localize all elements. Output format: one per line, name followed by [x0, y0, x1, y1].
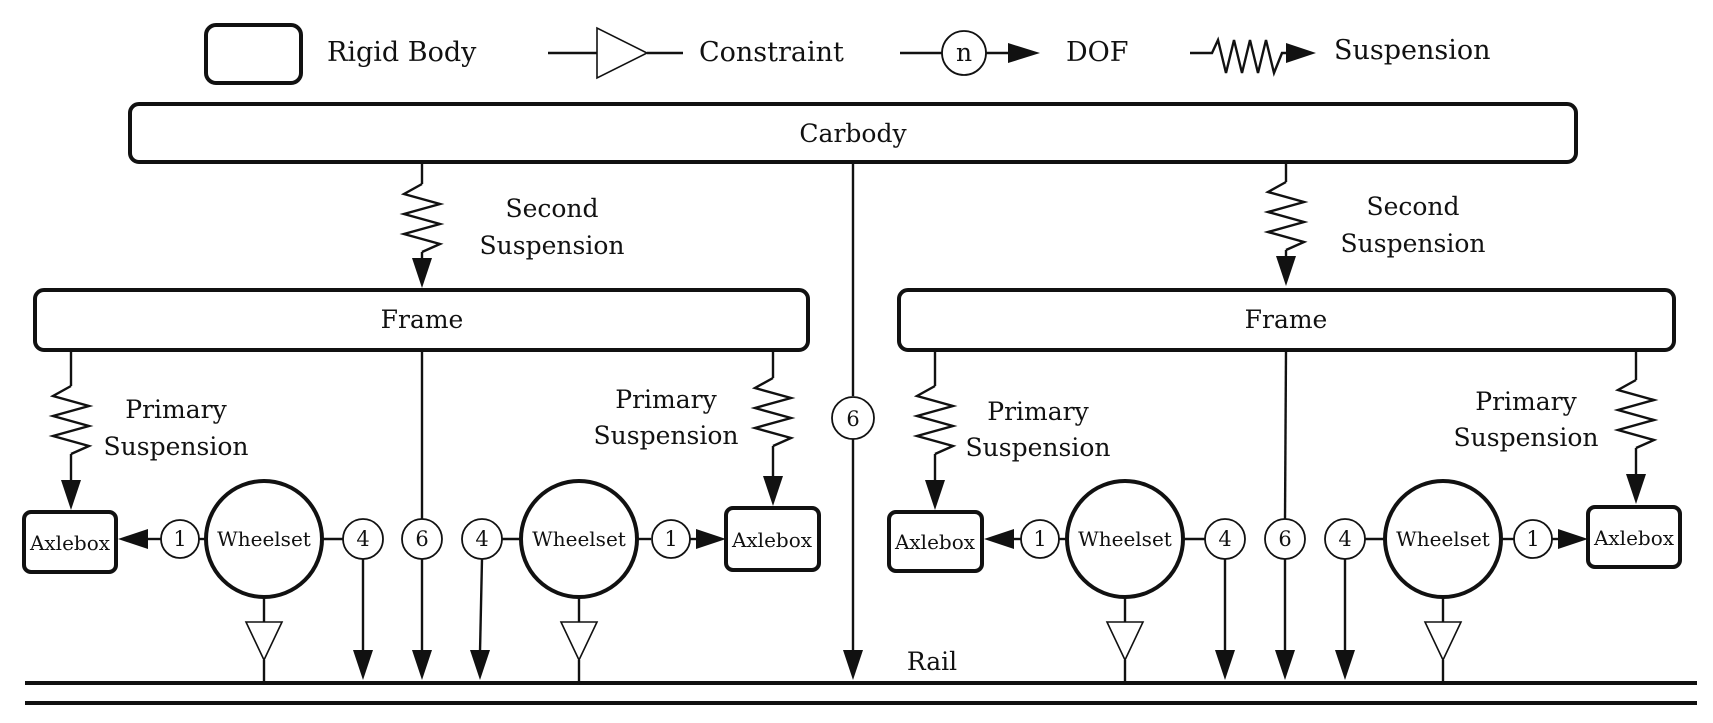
- frame-right: [897, 288, 1676, 352]
- frame-left-label: Frame: [381, 305, 464, 334]
- primary-suspension-right-outer-label-2: Suspension: [1454, 423, 1599, 452]
- wheelset-2-dof-label: 4: [475, 527, 488, 551]
- legend-dof-symbol-text: n: [956, 38, 972, 67]
- frame-right-dof-label: 6: [1278, 527, 1291, 551]
- wheelset-4-label: Wheelset: [1396, 527, 1490, 551]
- carbody-dof-label: 6: [846, 407, 859, 431]
- secondary-suspension-left-label-1: Second: [505, 194, 598, 223]
- legend-constraint-symbol: [548, 26, 683, 80]
- wheelset-2-label: Wheelset: [532, 527, 626, 551]
- axlebox-1-dof-label: 1: [173, 527, 186, 551]
- secondary-suspension-left: [399, 162, 445, 288]
- secondary-suspension-left-label-2: Suspension: [480, 231, 625, 260]
- legend: Rigid Body Constraint n DOF Suspension: [204, 23, 1491, 85]
- axlebox-1-label: Axlebox: [29, 531, 111, 555]
- primary-suspension-right-inner-label-2: Suspension: [966, 433, 1111, 462]
- rail-label: Rail: [907, 647, 957, 676]
- wheelset-3-dof-label: 4: [1218, 527, 1231, 551]
- primary-suspension-right-inner: [912, 350, 958, 510]
- wheelset-3-label: Wheelset: [1078, 527, 1172, 551]
- primary-suspension-left-outer-label-2: Suspension: [104, 432, 249, 461]
- frame-right-label: Frame: [1245, 305, 1328, 334]
- axlebox-4-label: Axlebox: [1593, 526, 1675, 550]
- axlebox-3-dof-label: 1: [1033, 527, 1046, 551]
- secondary-suspension-right-label-1: Second: [1366, 192, 1459, 221]
- axlebox-3: [887, 510, 984, 573]
- legend-dof-symbol: n: [900, 30, 1040, 76]
- legend-constraint-label: Constraint: [699, 37, 844, 68]
- primary-suspension-left-outer-label-1: Primary: [125, 395, 227, 424]
- bogie-left: Second Suspension Frame Primary Suspensi…: [22, 162, 821, 683]
- axlebox-1: [22, 510, 118, 574]
- primary-suspension-left-inner-label-1: Primary: [615, 385, 717, 414]
- frame-left-dof-label: 6: [415, 527, 428, 551]
- legend-suspension-symbol: [1190, 36, 1316, 77]
- wheelset-1-dof-label: 4: [356, 527, 369, 551]
- axlebox-3-label: Axlebox: [894, 530, 976, 554]
- axlebox-2-label: Axlebox: [731, 528, 813, 552]
- legend-rigid-body-symbol: [204, 23, 303, 85]
- primary-suspension-left-inner: [750, 350, 796, 506]
- wheelset-1-label: Wheelset: [217, 527, 311, 551]
- legend-dof-label: DOF: [1066, 37, 1129, 68]
- rail: [25, 681, 1697, 705]
- carbody-dof-link: 6: [831, 162, 875, 680]
- carbody-label: Carbody: [799, 119, 907, 148]
- primary-suspension-left-inner-label-2: Suspension: [594, 421, 739, 450]
- legend-suspension-label: Suspension: [1334, 35, 1491, 66]
- axlebox-4: [1586, 505, 1682, 569]
- axlebox-4-dof-label: 1: [1526, 527, 1539, 551]
- legend-rigid-body-label: Rigid Body: [327, 37, 477, 68]
- primary-suspension-right-outer-label-1: Primary: [1475, 387, 1577, 416]
- bogie-right: Second Suspension Frame Primary Suspensi…: [887, 162, 1682, 683]
- wheelset-4-dof-label: 4: [1338, 527, 1351, 551]
- primary-suspension-right-outer: [1613, 350, 1659, 504]
- primary-suspension-right-inner-label-1: Primary: [987, 397, 1089, 426]
- primary-suspension-left-outer: [48, 350, 94, 510]
- secondary-suspension-right: [1263, 162, 1309, 286]
- axlebox-2-dof-label: 1: [664, 527, 677, 551]
- secondary-suspension-right-label-2: Suspension: [1341, 229, 1486, 258]
